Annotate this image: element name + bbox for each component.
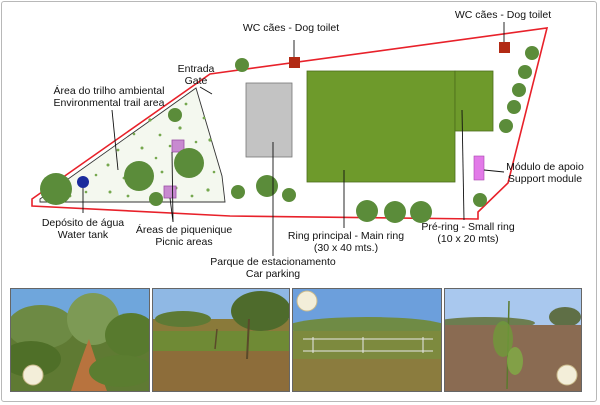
picnic-area-2 <box>163 185 177 199</box>
picnic-area-1 <box>171 139 185 153</box>
main-ring-label: Ring principal - Main ring(30 x 40 mts.) <box>287 230 405 254</box>
leader-lines <box>82 22 505 256</box>
support-module <box>473 155 485 181</box>
dog-toilet-left <box>289 57 300 68</box>
trees <box>231 46 539 223</box>
tree <box>168 108 182 122</box>
tree <box>149 192 163 206</box>
water-tank <box>77 176 89 188</box>
trail-photo <box>10 288 150 392</box>
small-ring-label: Pré-ring - Small ring(10 x 20 mts) <box>421 221 515 245</box>
tree <box>40 173 72 205</box>
olive-field-photo <box>152 288 290 392</box>
ring-photo <box>292 288 442 392</box>
site-plan <box>31 22 549 256</box>
logo-badge <box>556 364 578 386</box>
dog-toilet-right-label: WC cães - Dog toilet <box>454 9 552 21</box>
dog-toilet-left-label: WC cães - Dog toilet <box>242 22 340 34</box>
logo-badge <box>22 364 44 386</box>
tree <box>124 161 154 191</box>
tree <box>174 148 204 178</box>
sapling-photo <box>444 288 582 392</box>
main-ring <box>306 70 456 183</box>
logo-badge <box>296 290 318 312</box>
car-parking <box>245 82 293 158</box>
small-ring <box>454 70 494 132</box>
property-boundary <box>31 27 549 220</box>
dog-toilet-right <box>499 42 510 53</box>
